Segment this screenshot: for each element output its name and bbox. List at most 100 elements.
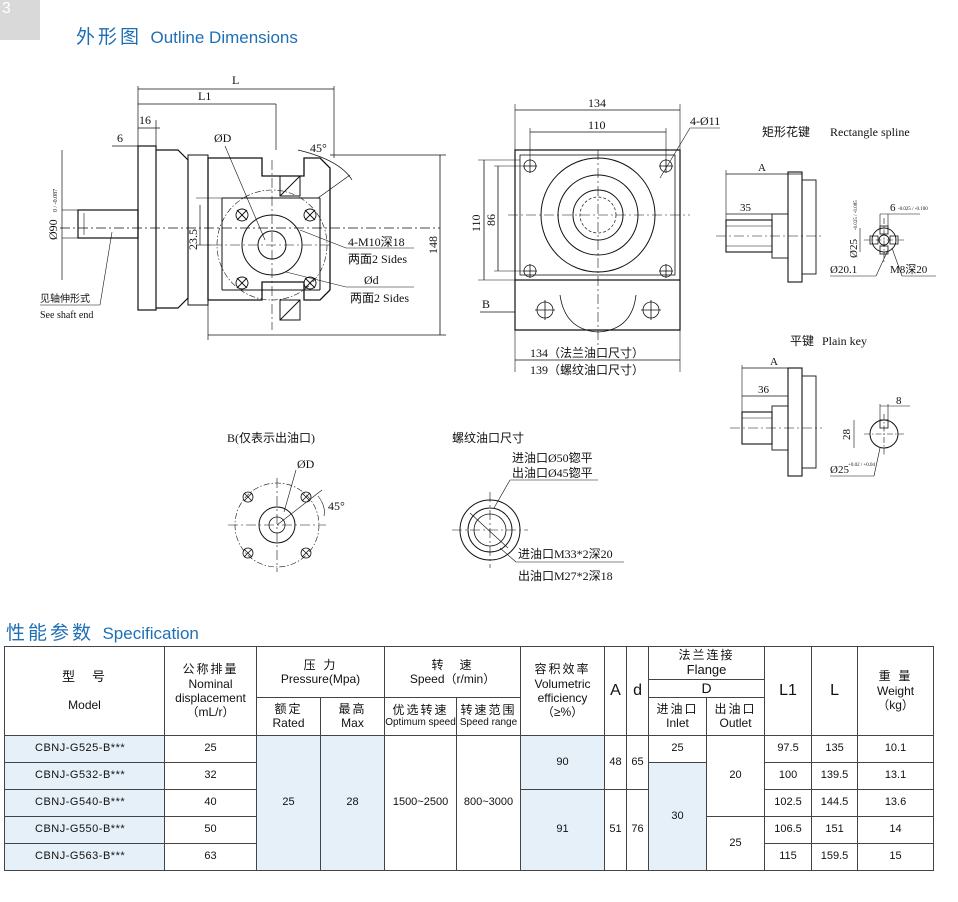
- b-view-title: B(仅表示出油口): [227, 431, 315, 445]
- dim-45: 45°: [310, 141, 327, 155]
- view-B-mark: B: [482, 297, 490, 311]
- key-dim-28: 28: [841, 429, 853, 441]
- dim-110: 110: [588, 118, 606, 132]
- spec-table: 型 号 Model 公称排量 Nominal displacement （mL/…: [4, 646, 935, 871]
- cell-L: 159.5: [811, 842, 859, 871]
- th-model: 型 号 Model: [4, 646, 165, 736]
- th-d: d: [626, 646, 650, 736]
- spec-title-cn: 性能参数: [6, 622, 95, 644]
- cell-eff: 91: [520, 788, 606, 871]
- page-number-tab: 3: [0, 0, 40, 40]
- cell-A: 51: [604, 788, 628, 871]
- cell-model: CBNJ-G550-B***: [4, 815, 165, 844]
- cell-L1: 97.5: [764, 734, 813, 763]
- front-view: [40, 86, 446, 340]
- spline-dim-m8: M8深20: [890, 263, 928, 276]
- page-number: 3: [2, 0, 11, 17]
- b-view-phiD: ØD: [297, 457, 315, 471]
- cell-weight: 13.6: [857, 788, 935, 817]
- cell-L1: 102.5: [764, 788, 813, 817]
- thread-out-spot: 出油口Ø45锪平: [512, 465, 593, 480]
- flange-port-dim: 134（法兰油口尺寸）: [530, 346, 644, 360]
- th-L: L: [811, 646, 859, 736]
- cell-L: 144.5: [811, 788, 859, 817]
- cell-L1: 115: [764, 842, 813, 871]
- spline-dim-35: 35: [740, 202, 752, 214]
- cell-max: 28: [319, 734, 386, 871]
- cell-model: CBNJ-G540-B***: [4, 788, 165, 817]
- spline-dim-6-tol: -0.025 / -0.100: [898, 207, 928, 212]
- th-flange: 法兰连接 Flange: [648, 646, 766, 680]
- spline-title-cn: 矩形花键: [762, 124, 810, 139]
- spec-title-en: Specification: [102, 624, 199, 643]
- cell-disp: 32: [164, 761, 257, 790]
- cell-weight: 13.1: [857, 761, 935, 790]
- th-efficiency: 容积效率 Volumetric efficiency （≥%）: [520, 646, 606, 736]
- cell-eff: 90: [520, 734, 606, 790]
- cell-opt-speed: 1500~2500: [384, 734, 458, 871]
- spline-dim-A: A: [758, 162, 766, 174]
- dim-L1: L1: [198, 89, 211, 103]
- thread-in-spot: 进油口Ø50锪平: [512, 450, 593, 465]
- cell-outlet: 25: [706, 815, 766, 871]
- dim-m10-sides: 两面2 Sides: [348, 252, 407, 266]
- key-title-en: Plain key: [822, 334, 867, 348]
- dim-phiD: ØD: [214, 131, 232, 145]
- plain-key-view: [730, 365, 910, 477]
- dim-shaft: Ø90: [46, 219, 60, 240]
- spline-dim-6: 6: [890, 202, 896, 214]
- cell-disp: 63: [164, 842, 257, 871]
- cell-disp: 25: [164, 734, 257, 763]
- cell-model: CBNJ-G563-B***: [4, 842, 165, 871]
- b-view: [228, 469, 326, 572]
- key-title-cn: 平键: [790, 334, 814, 348]
- dim-23-5: 23.5: [186, 229, 200, 250]
- cell-inlet: 30: [648, 761, 708, 871]
- cell-model: CBNJ-G525-B***: [4, 734, 165, 763]
- table-row: CBNJ-G550-B*** 50 25 106.5 151 14: [4, 815, 935, 871]
- th-displacement: 公称排量 Nominal displacement （mL/r）: [164, 646, 257, 736]
- thread-in: 进油口M33*2深20: [518, 547, 613, 561]
- th-L1: L1: [764, 646, 813, 736]
- thread-port-dim: 139（螺纹油口尺寸）: [530, 363, 644, 377]
- key-dim-25: Ø25: [830, 464, 849, 476]
- cell-speed-range: 800~3000: [456, 734, 522, 871]
- dim-v110: 110: [469, 214, 483, 232]
- key-dim-36: 36: [758, 384, 770, 396]
- dim-phid-sides: 两面2 Sides: [350, 291, 409, 305]
- outline-title-en: Outline Dimensions: [150, 28, 298, 47]
- outline-title-cn: 外形图: [76, 26, 143, 48]
- th-pressure: 压 力 Pressure(Mpa): [255, 646, 386, 698]
- dim-16: 16: [139, 113, 151, 127]
- dim-6: 6: [117, 131, 123, 145]
- dim-148: 148: [426, 236, 440, 254]
- cell-weight: 14: [857, 815, 935, 844]
- cell-model: CBNJ-G532-B***: [4, 761, 165, 790]
- cell-L1: 106.5: [764, 815, 813, 844]
- cell-rated: 25: [256, 734, 321, 871]
- cell-weight: 15: [857, 842, 935, 871]
- th-D: D: [648, 679, 766, 698]
- cell-disp: 50: [164, 815, 257, 844]
- side-view: [478, 104, 720, 372]
- b-view-angle: 45°: [328, 499, 345, 513]
- th-speed: 转 速 Speed（r/min）: [384, 646, 522, 698]
- cell-outlet: 20: [706, 734, 766, 817]
- thread-view: [452, 479, 624, 568]
- spline-dim-25: Ø25: [848, 239, 860, 258]
- dim-L: L: [232, 73, 239, 87]
- cell-A: 48: [604, 734, 628, 790]
- table-row: CBNJ-G525-B*** 25 25 28 1500~2500 800~30…: [4, 734, 935, 871]
- see-shaft-en: See shaft end: [40, 310, 93, 321]
- cell-L1: 100: [764, 761, 813, 790]
- see-shaft-cn: 见轴伸形式: [40, 292, 90, 305]
- dim-4-holes: 4-Ø11: [690, 114, 720, 128]
- cell-inlet: 25: [648, 734, 708, 763]
- key-dim-25-tol: +0.02 / +0.04: [848, 463, 876, 468]
- thread-view-title: 螺纹油口尺寸: [452, 431, 524, 445]
